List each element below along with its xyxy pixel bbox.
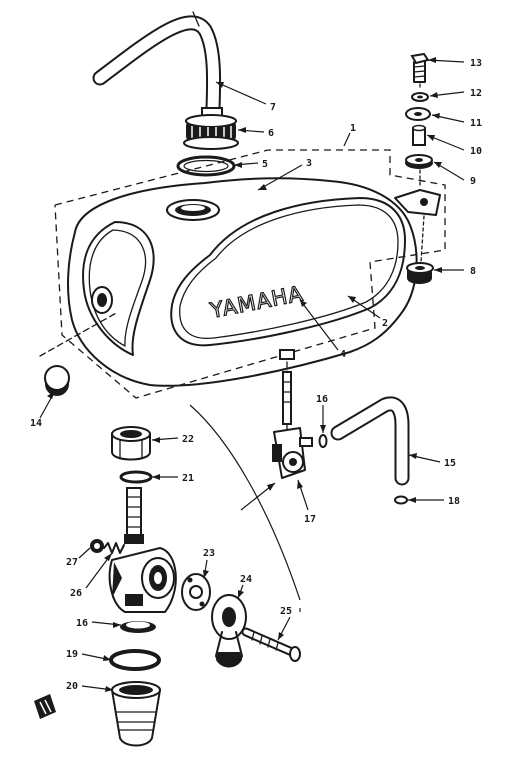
strainer-tag — [34, 694, 56, 719]
brand-lettering: YAMAHA — [207, 281, 305, 323]
emblem-cap — [39, 311, 119, 396]
callout-16-lower: 16 — [76, 618, 88, 629]
callout-3: 3 — [306, 158, 312, 169]
fuel-hose — [330, 396, 410, 486]
callout-9: 9 — [470, 176, 476, 187]
hose-clip-lower — [394, 495, 408, 505]
callout-27: 27 — [66, 557, 78, 568]
callout-26: 26 — [70, 588, 82, 599]
callout-7: 7 — [270, 102, 276, 113]
assembly-reference-line — [189, 404, 301, 612]
lever-screw — [241, 627, 301, 662]
mount-damper — [405, 154, 433, 169]
callout-4: 4 — [340, 349, 346, 360]
hose-clip-upper — [318, 434, 328, 448]
petcock-strainer-pipe — [124, 487, 144, 544]
callout-18: 18 — [448, 496, 460, 507]
fuel-petcock — [272, 371, 313, 479]
callout-2: 2 — [382, 318, 388, 329]
callout-1: 1 — [350, 123, 356, 134]
petcock-nut — [111, 426, 151, 461]
callout-5: 5 — [262, 159, 268, 170]
strainer-o-ring — [120, 621, 156, 633]
callout-22: 22 — [182, 434, 194, 445]
mount-collar — [412, 124, 426, 146]
callout-labels: 13 12 11 10 9 8 7 6 5 3 1 2 4 14 16 15 1… — [30, 58, 482, 692]
petcock-screw — [90, 539, 104, 553]
mount-washer — [405, 107, 431, 121]
cap-gasket — [176, 155, 236, 177]
callout-20: 20 — [66, 681, 78, 692]
petcock-o-ring — [119, 470, 153, 484]
petcock-spring — [103, 542, 125, 554]
callout-23: 23 — [203, 548, 215, 559]
callout-16-upper: 16 — [316, 394, 328, 405]
bowl-gasket — [109, 649, 161, 671]
callout-8: 8 — [470, 266, 476, 277]
callout-24: 24 — [240, 574, 252, 585]
sediment-bowl — [111, 681, 161, 747]
callout-12: 12 — [470, 88, 482, 99]
leader-lines — [39, 57, 465, 692]
mount-bolt — [410, 52, 430, 83]
mount-washer-small — [411, 92, 429, 102]
lever-gasket — [181, 573, 211, 611]
fuel-tank: YAMAHA — [67, 177, 441, 387]
assembly-outline — [54, 149, 446, 399]
petcock-lever — [211, 594, 247, 668]
breather-hose — [92, 11, 222, 116]
callout-21: 21 — [182, 473, 194, 484]
callout-14: 14 — [30, 418, 42, 429]
callout-25: 25 — [280, 606, 292, 617]
petcock-body — [108, 547, 177, 613]
callout-15: 15 — [444, 458, 456, 469]
callout-11: 11 — [470, 118, 482, 129]
callout-13: 13 — [470, 58, 482, 69]
callout-17: 17 — [304, 514, 316, 525]
callout-10: 10 — [470, 146, 482, 157]
rubber-damper — [406, 262, 434, 284]
mount-axis — [419, 83, 425, 263]
fuel-cap — [183, 107, 239, 150]
callout-19: 19 — [66, 649, 78, 660]
callout-6: 6 — [268, 128, 274, 139]
